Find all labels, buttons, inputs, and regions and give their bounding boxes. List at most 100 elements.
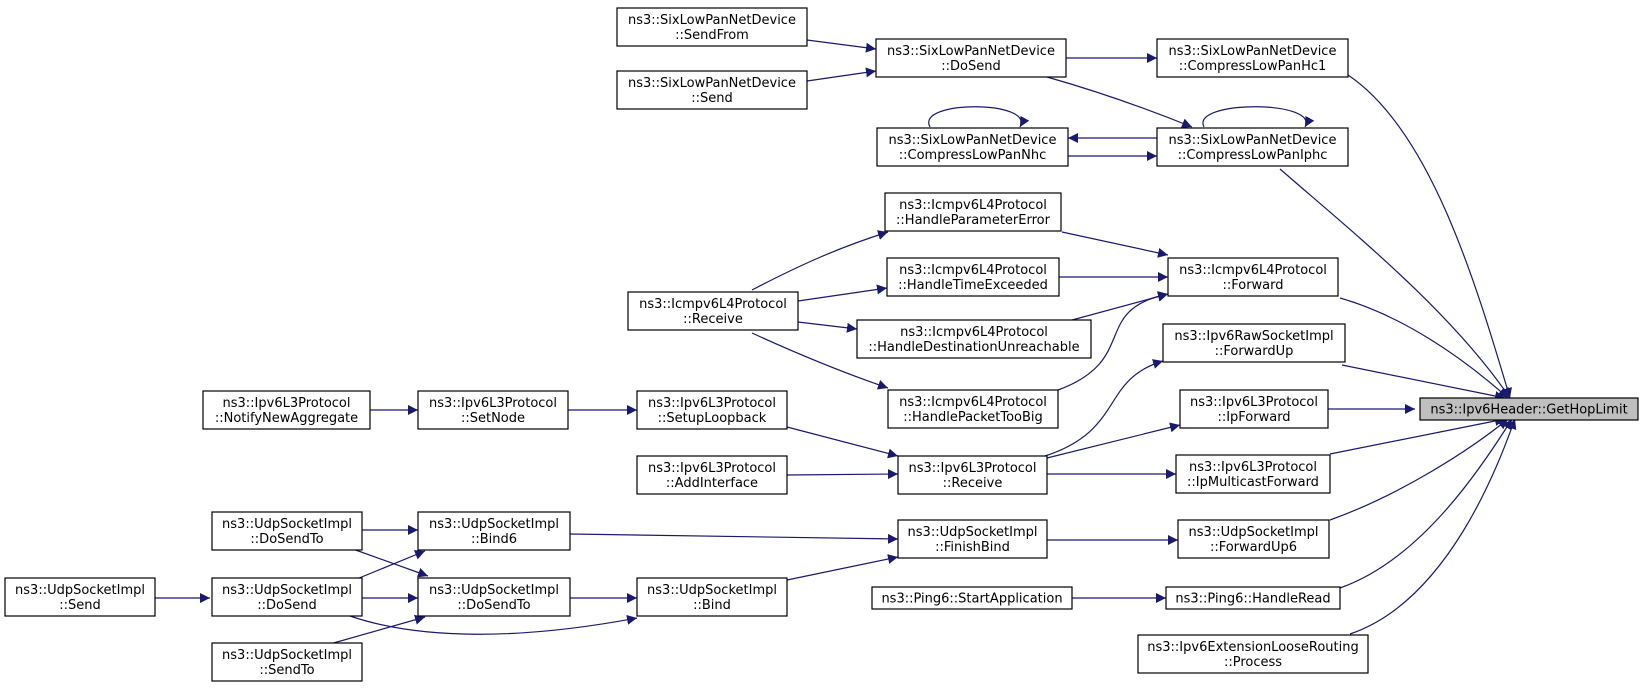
node-label-line: ::SendTo (259, 663, 314, 678)
node-label-line: ns3::UdpSocketImpl (908, 525, 1038, 540)
edge-iphc-self (1202, 106, 1315, 128)
node-label-line: ns3::Icmpv6L4Protocol (900, 325, 1048, 340)
node-box (616, 70, 808, 110)
edge-receive-to-timeexceeded (797, 284, 888, 302)
node-label-line: ::HandleParameterError (896, 213, 1051, 228)
node-box (856, 319, 1092, 359)
node-udp-forward-up6[interactable]: ns3::UdpSocketImpl::ForwardUp6 (1177, 519, 1330, 559)
edge-receive-to-destunreach (797, 321, 858, 333)
node-label-line: ns3::Ipv6L3Protocol (909, 461, 1037, 476)
edge-paramerror-to-forward (1061, 231, 1169, 258)
node-ipv6-receive[interactable]: ns3::Ipv6L3Protocol::Receive (897, 455, 1048, 495)
node-get-hop-limit[interactable]: ns3::Ipv6Header::GetHopLimit (1419, 397, 1639, 421)
node-udp-do-send-to-mid[interactable]: ns3::UdpSocketImpl::DoSendTo (417, 577, 571, 617)
node-compress-iphc[interactable]: ns3::SixLowPanNetDevice::CompressLowPanI… (1156, 127, 1349, 167)
node-icmp-receive[interactable]: ns3::Icmpv6L4Protocol::Receive (627, 291, 799, 331)
node-label-line: ns3::Ipv6L3Protocol (1189, 460, 1317, 475)
node-compress-hc1[interactable]: ns3::SixLowPanNetDevice::CompressLowPanH… (1156, 38, 1349, 78)
node-box (202, 390, 371, 430)
node-label-line: ns3::Ipv6L3Protocol (429, 396, 557, 411)
node-label-line: ns3::Icmpv6L4Protocol (899, 395, 1047, 410)
node-box (876, 127, 1069, 167)
node-label-line: ns3::Ipv6Header::GetHopLimit (1430, 403, 1627, 418)
node-icmp-forward[interactable]: ns3::Icmpv6L4Protocol::Forward (1167, 257, 1339, 297)
node-label-line: ns3::UdpSocketImpl (429, 517, 559, 532)
node-box (616, 7, 808, 47)
node-udp-do-send-to-left[interactable]: ns3::UdpSocketImpl::DoSendTo (211, 511, 363, 551)
edge-iphc-to-gethoplimit (1279, 168, 1511, 399)
node-label-line: ns3::SixLowPanNetDevice (889, 133, 1057, 148)
node-set-node[interactable]: ns3::Ipv6L3Protocol::SetNode (417, 390, 569, 430)
node-label-line: ::DoSendTo (250, 532, 323, 547)
node-notify-new-aggregate[interactable]: ns3::Ipv6L3Protocol::NotifyNewAggregate (202, 390, 371, 430)
node-label-line: ns3::Icmpv6L4Protocol (1179, 263, 1327, 278)
edge-ping6-handleread-to-gethoplimit (1339, 418, 1513, 589)
node-box (897, 519, 1048, 559)
node-label-line: ns3::Ipv6L3Protocol (648, 396, 776, 411)
node-sixlow-send[interactable]: ns3::SixLowPanNetDevice::Send (616, 70, 808, 110)
node-udp-finish-bind[interactable]: ns3::UdpSocketImpl::FinishBind (897, 519, 1048, 559)
node-ping6-start[interactable]: ns3::Ping6::StartApplication (871, 586, 1073, 610)
node-label-line: ::SendFrom (675, 28, 749, 43)
node-box (211, 511, 363, 551)
edge-receive-to-pkttoobig (751, 332, 889, 390)
node-add-interface[interactable]: ns3::Ipv6L3Protocol::AddInterface (636, 455, 788, 495)
node-label-line: ns3::SixLowPanNetDevice (1169, 44, 1337, 59)
node-udp-do-send[interactable]: ns3::UdpSocketImpl::DoSend (211, 577, 363, 617)
node-label-line: ::SetupLoopback (658, 411, 767, 426)
node-box (417, 511, 571, 551)
node-label-line: ns3::Icmpv6L4Protocol (899, 263, 1047, 278)
node-send-from[interactable]: ns3::SixLowPanNetDevice::SendFrom (616, 7, 808, 47)
node-label-line: ::IpMulticastForward (1187, 475, 1319, 490)
edge-dosendto-left-to-dosendto-mid (349, 547, 429, 578)
node-box (1137, 634, 1369, 674)
node-label-line: ns3::UdpSocketImpl (1189, 525, 1319, 540)
node-label-line: ::HandlePacketTooBig (903, 410, 1043, 425)
node-label-line: ns3::UdpSocketImpl (222, 583, 352, 598)
node-setup-loopback[interactable]: ns3::Ipv6L3Protocol::SetupLoopback (636, 390, 788, 430)
node-box (886, 257, 1060, 297)
node-handle-dest-unreach[interactable]: ns3::Icmpv6L4Protocol::HandleDestination… (856, 319, 1092, 359)
node-label-line: ::FinishBind (935, 540, 1010, 555)
edge-dosend-to-bind (349, 614, 638, 635)
node-label-line: ns3::Ipv6ExtensionLooseRouting (1147, 640, 1358, 655)
node-handle-param-error[interactable]: ns3::Icmpv6L4Protocol::HandleParameterEr… (884, 192, 1062, 232)
edge-receive-to-rawforwardup (1044, 359, 1164, 457)
node-udp-bind[interactable]: ns3::UdpSocketImpl::Bind (636, 577, 788, 617)
node-ip-multicast-forward[interactable]: ns3::Ipv6L3Protocol::IpMulticastForward (1175, 454, 1331, 494)
node-label-line: ::DoSend (257, 598, 316, 613)
node-label-line: ::Send (59, 598, 101, 613)
edge-addinterface-to-receive (786, 469, 899, 480)
node-udp-bind6[interactable]: ns3::UdpSocketImpl::Bind6 (417, 511, 571, 551)
node-box (211, 642, 363, 682)
node-label-line: ns3::SixLowPanNetDevice (887, 44, 1055, 59)
node-box (1177, 519, 1330, 559)
node-label-line: ns3::Ipv6L3Protocol (223, 396, 351, 411)
node-box (627, 291, 799, 331)
edge-sendfrom-to-dosend (806, 39, 877, 53)
edge-ipmulticast-to-gethoplimit (1329, 416, 1506, 455)
node-box (1162, 323, 1346, 363)
node-label-line: ns3::UdpSocketImpl (647, 583, 777, 598)
node-raw-forward-up[interactable]: ns3::Ipv6RawSocketImpl::ForwardUp (1162, 323, 1346, 363)
node-compress-nhc[interactable]: ns3::SixLowPanNetDevice::CompressLowPanN… (876, 127, 1069, 167)
node-label-line: ns3::UdpSocketImpl (15, 583, 145, 598)
node-box (4, 577, 156, 617)
node-label-line: ::Receive (943, 476, 1003, 491)
node-do-send-6lp[interactable]: ns3::SixLowPanNetDevice::DoSend (875, 38, 1067, 78)
node-label-line: ::NotifyNewAggregate (215, 411, 358, 426)
node-box (636, 455, 788, 495)
node-box (417, 390, 569, 430)
node-udp-send[interactable]: ns3::UdpSocketImpl::Send (4, 577, 156, 617)
node-handle-pkt-too-big[interactable]: ns3::Icmpv6L4Protocol::HandlePacketTooBi… (887, 389, 1059, 429)
node-ping6-handle-read[interactable]: ns3::Ping6::HandleRead (1165, 586, 1341, 610)
node-box (875, 38, 1067, 78)
node-ip-forward[interactable]: ns3::Ipv6L3Protocol::IpForward (1179, 389, 1329, 429)
node-box (636, 577, 788, 617)
node-udp-send-to[interactable]: ns3::UdpSocketImpl::SendTo (211, 642, 363, 682)
node-loose-routing[interactable]: ns3::Ipv6ExtensionLooseRouting::Process (1137, 634, 1369, 674)
node-label-line: ::CompressLowPanIphc (1178, 148, 1328, 163)
node-box (871, 586, 1073, 610)
node-handle-time-exceeded[interactable]: ns3::Icmpv6L4Protocol::HandleTimeExceede… (886, 257, 1060, 297)
node-box (417, 577, 571, 617)
